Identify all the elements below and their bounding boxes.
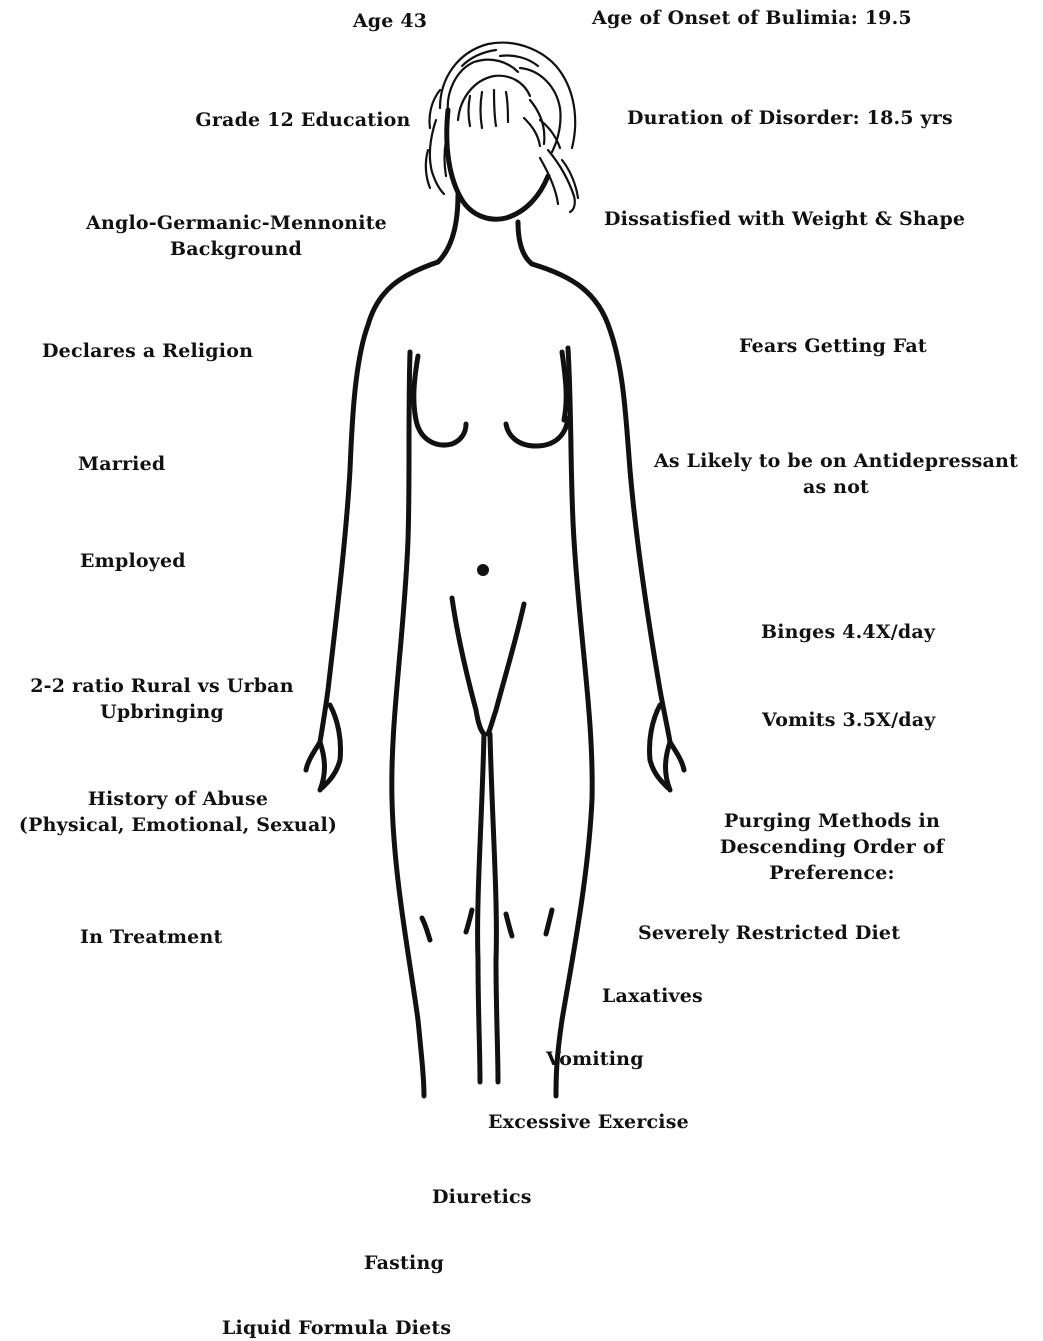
leg-inner-left [478, 734, 484, 1082]
face-outline [447, 110, 548, 219]
education-label: Grade 12 Education [190, 107, 416, 133]
fears-label: Fears Getting Fat [739, 333, 927, 359]
abuse-label: History of Abuse (Physical, Emotional, S… [0, 786, 356, 838]
knee-mark-3 [506, 914, 512, 936]
purging-header-line-1: Purging Methods in [694, 808, 970, 834]
age-label: Age 43 [330, 8, 450, 34]
dissatisfied-label: Dissatisfied with Weight & Shape [604, 206, 965, 232]
upbringing-line-2: Upbringing [14, 699, 310, 725]
right-underarm [562, 352, 566, 420]
neck-right [518, 222, 532, 264]
purging-method-2: Laxatives [602, 983, 703, 1009]
left-breast [416, 420, 466, 445]
left-underarm [414, 356, 418, 420]
groin-right [488, 604, 524, 734]
background-line-1: Anglo-Germanic-Mennonite [86, 210, 386, 236]
background-line-2: Background [86, 236, 386, 262]
purging-header-line-3: Preference: [694, 860, 970, 886]
background-label: Anglo-Germanic-Mennonite Background [86, 210, 386, 262]
marital-label: Married [78, 451, 165, 477]
purging-method-1: Severely Restricted Diet [638, 920, 900, 946]
employment-label: Employed [80, 548, 186, 574]
duration-label: Duration of Disorder: 18.5 yrs [627, 105, 953, 131]
religion-label: Declares a Religion [42, 338, 253, 364]
navel [477, 564, 489, 576]
left-arm-outer [320, 262, 438, 742]
vomits-label: Vomits 3.5X/day [762, 707, 935, 733]
groin-left [452, 598, 484, 734]
purging-method-6: Fasting [364, 1250, 444, 1276]
abuse-line-1: History of Abuse [0, 786, 356, 812]
antidepressant-line-2: as not [636, 474, 1036, 500]
treatment-label: In Treatment [80, 924, 222, 950]
binges-label: Binges 4.4X/day [761, 619, 935, 645]
upbringing-line-1: 2-2 ratio Rural vs Urban [14, 673, 310, 699]
neck-left [438, 195, 458, 262]
purging-header-line-2: Descending Order of [694, 834, 970, 860]
right-arm-outer [532, 264, 670, 742]
knee-mark-1 [422, 918, 430, 940]
right-breast [506, 418, 568, 446]
upbringing-label: 2-2 ratio Rural vs Urban Upbringing [14, 673, 310, 725]
onset-label: Age of Onset of Bulimia: 19.5 [592, 5, 912, 31]
knee-mark-4 [546, 910, 552, 934]
purging-method-3: Vomiting [546, 1046, 644, 1072]
leg-inner-right [490, 734, 498, 1082]
purging-method-7: Liquid Formula Diets [222, 1315, 451, 1341]
torso-right [556, 348, 592, 1096]
antidepressant-label: As Likely to be on Antidepressant as not [636, 448, 1036, 500]
purging-method-4: Excessive Exercise [488, 1109, 689, 1135]
purging-method-5: Diuretics [432, 1184, 532, 1210]
antidepressant-line-1: As Likely to be on Antidepressant [636, 448, 1036, 474]
purging-header: Purging Methods in Descending Order of P… [694, 808, 970, 886]
torso-left [392, 352, 424, 1096]
knee-mark-2 [466, 910, 472, 932]
abuse-line-2: (Physical, Emotional, Sexual) [0, 812, 356, 838]
